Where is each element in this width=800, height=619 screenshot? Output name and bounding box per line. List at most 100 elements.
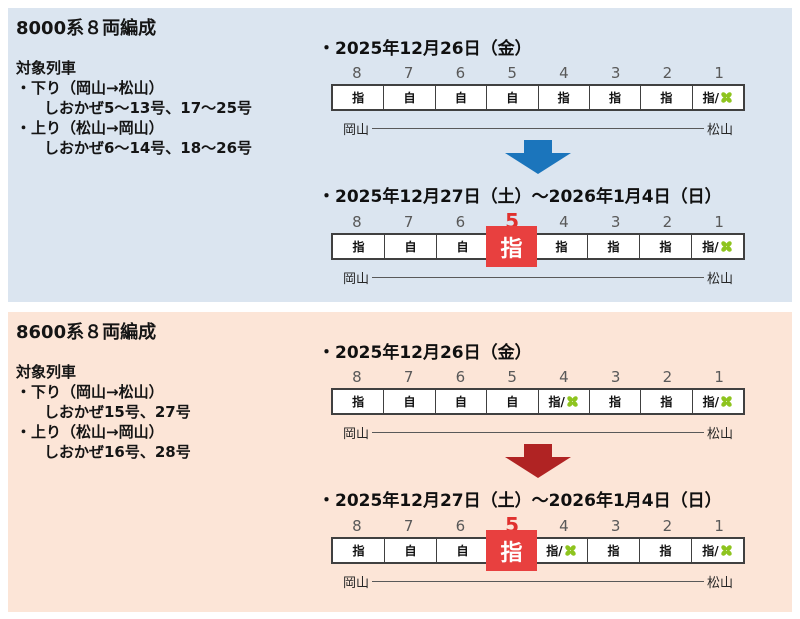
green-car-icon: [721, 396, 732, 407]
car-cell: 自: [436, 235, 488, 258]
car-number: 2: [662, 367, 673, 386]
green-car-icon: [564, 545, 576, 556]
car-cell: 指/: [535, 539, 587, 562]
green-car-icon: [567, 396, 578, 407]
seat-type-label: 自: [403, 395, 416, 409]
car-cell: 自: [383, 390, 434, 413]
car-cell-row: 指 自 自 自 指/指 指 指/: [331, 388, 745, 415]
car-number: 6: [455, 212, 466, 231]
seat-type-label: 自: [456, 544, 469, 558]
car-cell: 指: [588, 86, 640, 109]
target-line-up-trains: しおかぜ6～14号、18～26号: [44, 139, 253, 157]
car-cell-row: 指自自指指指指指/: [331, 226, 745, 267]
green-car-icon: [720, 241, 732, 252]
seat-type-label: 自: [454, 395, 467, 409]
car-number: 2: [662, 516, 673, 535]
route-track-line: [372, 581, 704, 582]
target-trains-block: 対象列車 ・下り（岡山→松山） しおかぜ5～13号、17～25号 ・上り（松山→…: [16, 58, 252, 158]
seat-type-label: 指: [352, 395, 365, 409]
date-label-after: ・2025年12月27日（土）～2026年1月4日（日）: [318, 187, 722, 207]
seat-type-label: 自: [506, 395, 519, 409]
car-cell: 自: [434, 390, 486, 413]
car-cell: 指: [639, 235, 691, 258]
route-track-line: [372, 128, 704, 129]
car-cell: 指/: [537, 390, 589, 413]
route-bar: 岡山 松山: [331, 268, 745, 287]
car-number: 2: [662, 212, 673, 231]
car-number: 1: [714, 63, 724, 82]
route-destination: 松山: [706, 272, 733, 287]
car-cell-row: 指 自 自 自 指 指 指 指/: [331, 84, 745, 111]
seat-type-label: 自: [454, 91, 467, 105]
car-number: 7: [403, 516, 414, 535]
car-cell: 指/: [691, 235, 743, 258]
car-number: 4: [559, 367, 569, 386]
car-number: 7: [403, 63, 414, 82]
car-cell: 指: [333, 235, 384, 258]
seat-type-label: 指: [607, 544, 620, 558]
car-number: 4: [559, 63, 569, 82]
target-line-up: ・上り（松山→岡山）: [16, 119, 164, 137]
green-car-icon: [721, 92, 732, 103]
car-cell: 指: [640, 390, 691, 413]
seat-type-label: 自: [456, 240, 469, 254]
car-number: 8: [352, 212, 362, 231]
car-number: 4: [559, 212, 569, 231]
seat-type-label: 指: [352, 91, 365, 105]
route-destination: 松山: [706, 123, 733, 138]
car-number: 7: [403, 367, 414, 386]
target-trains-header: 対象列車: [16, 363, 77, 381]
car-number: 3: [610, 212, 621, 231]
car-cell: 自: [436, 539, 488, 562]
target-line-up: ・上り（松山→岡山）: [16, 423, 164, 441]
down-arrow-icon: [505, 140, 571, 174]
route-destination: 松山: [706, 576, 733, 591]
seat-type-label: 自: [403, 91, 416, 105]
seat-type-label: 指/: [548, 395, 565, 409]
seat-type-label: 指/: [546, 544, 563, 558]
car-cell-row: 指自自指指/指指指/: [331, 530, 745, 571]
seat-type-label: 指: [660, 395, 673, 409]
car-number: 8: [352, 63, 362, 82]
car-number: 1: [714, 212, 724, 231]
car-cell: 指: [587, 235, 639, 258]
transition-arrow: [331, 140, 745, 174]
seat-type-label: 自: [404, 240, 417, 254]
down-arrow-icon: [505, 444, 571, 478]
route-origin: 岡山: [343, 576, 370, 591]
car-number: 8: [352, 516, 362, 535]
target-trains-header: 対象列車: [16, 59, 77, 77]
seat-type-label: 自: [404, 544, 417, 558]
car-number: 2: [662, 63, 673, 82]
seat-type-label: 指: [555, 240, 568, 254]
car-number: 3: [610, 516, 621, 535]
seat-type-label: 指: [557, 91, 570, 105]
seat-type-label: 指: [609, 395, 622, 409]
car-cell: 指: [333, 390, 383, 413]
seat-type-label: 指: [500, 540, 523, 566]
transition-arrow: [331, 444, 745, 478]
car-number: 8: [352, 367, 362, 386]
seat-type-label: 指: [352, 240, 365, 254]
seat-type-label: 指: [660, 91, 673, 105]
route-bar: 岡山 松山: [331, 572, 745, 591]
seat-type-label: 指: [500, 236, 523, 262]
seat-type-label: 指/: [702, 91, 719, 105]
car-cell: 指: [588, 390, 640, 413]
target-line-up-trains: しおかぜ16号、28号: [44, 443, 191, 461]
car-cell: 自: [486, 390, 537, 413]
car-cell: 自: [486, 86, 537, 109]
seat-type-label: 指/: [702, 395, 719, 409]
car-number: 5: [507, 63, 517, 82]
car-number: 1: [714, 516, 724, 535]
seat-type-label: 自: [506, 91, 519, 105]
car-cell: 指: [333, 86, 383, 109]
car-cell: 指: [537, 86, 589, 109]
route-bar: 岡山 松山: [331, 119, 745, 138]
section-8000-series: 8000系８両編成 対象列車 ・下り（岡山→松山） しおかぜ5～13号、17～2…: [8, 8, 792, 302]
car-number: 5: [507, 367, 517, 386]
